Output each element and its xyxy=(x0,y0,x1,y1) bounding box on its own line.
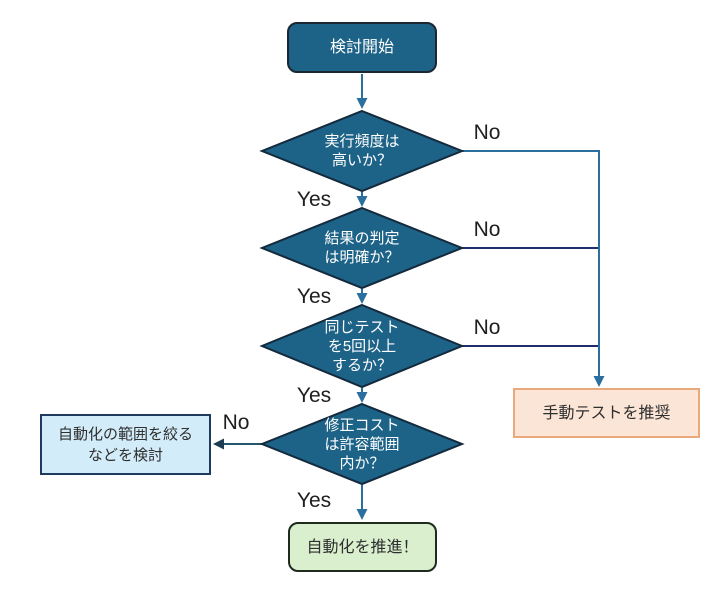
decision-4-line-1: 修正コスト xyxy=(324,416,400,434)
decision-1-diamond xyxy=(259,109,465,193)
manual-test-result-node: 手動テストを推奨 xyxy=(513,388,700,438)
automate-result-label: 自動化を推進！ xyxy=(306,538,419,556)
decision-2-line-2: は明確か？ xyxy=(324,249,400,266)
decision-4-diamond xyxy=(259,402,465,486)
edge-collector-manual-arrowhead-icon xyxy=(593,376,605,387)
narrow-scope-result-node: 自動化の範囲を絞る などを検討 xyxy=(40,414,211,475)
edge-d4-narrow-arrowhead-icon xyxy=(213,438,224,450)
decision-4-text: 修正コスト は許容範囲 内か？ xyxy=(262,404,462,484)
edge-label-no-1: No xyxy=(473,121,501,144)
edge-label-no-3: No xyxy=(473,316,501,339)
edge-d1-d2-arrowhead-icon xyxy=(356,196,368,207)
automate-result-node: 自動化を推進！ xyxy=(288,522,437,572)
decision-4-line-2: は許容範囲 xyxy=(324,435,400,453)
edge-label-yes-1: Yes xyxy=(296,188,332,211)
narrow-scope-line-2: などを検討 xyxy=(87,446,163,464)
edge-label-yes-2: Yes xyxy=(296,285,332,308)
decision-2-line-1: 結果の判定 xyxy=(324,230,400,247)
edge-d2-d3-arrowhead-icon xyxy=(356,293,368,304)
decision-2-diamond xyxy=(259,206,465,290)
decision-1-line-1: 実行頻度は xyxy=(324,133,400,150)
edge-d1-no-collector-line xyxy=(462,150,600,378)
decision-3-line-2: を5回以上 xyxy=(327,337,397,355)
edge-label-no-4: No xyxy=(222,411,250,434)
decision-3-text: 同じテスト を5回以上 するか？ xyxy=(262,305,462,387)
decision-3-line-1: 同じテスト xyxy=(324,318,400,336)
edge-start-d1-arrowhead-icon xyxy=(356,98,368,109)
decision-3-diamond xyxy=(259,303,465,389)
decision-1-line-2: 高いか？ xyxy=(331,152,392,169)
start-node: 検討開始 xyxy=(287,22,437,73)
edge-label-yes-4: Yes xyxy=(296,489,332,512)
start-node-label: 検討開始 xyxy=(329,39,394,56)
decision-2-text: 結果の判定 は明確か？ xyxy=(262,208,462,288)
narrow-scope-line-1: 自動化の範囲を絞る xyxy=(57,425,193,443)
decision-1-text: 実行頻度は 高いか？ xyxy=(262,111,462,191)
edge-label-no-2: No xyxy=(473,218,501,241)
decision-4-line-3: 内か？ xyxy=(339,454,385,472)
decision-3-line-3: するか？ xyxy=(331,356,392,374)
manual-test-result-label: 手動テストを推奨 xyxy=(542,404,671,422)
edge-label-yes-3: Yes xyxy=(296,384,332,407)
edge-d4-automate-arrowhead-icon xyxy=(356,509,368,520)
edge-d3-d4-arrowhead-icon xyxy=(356,392,368,403)
